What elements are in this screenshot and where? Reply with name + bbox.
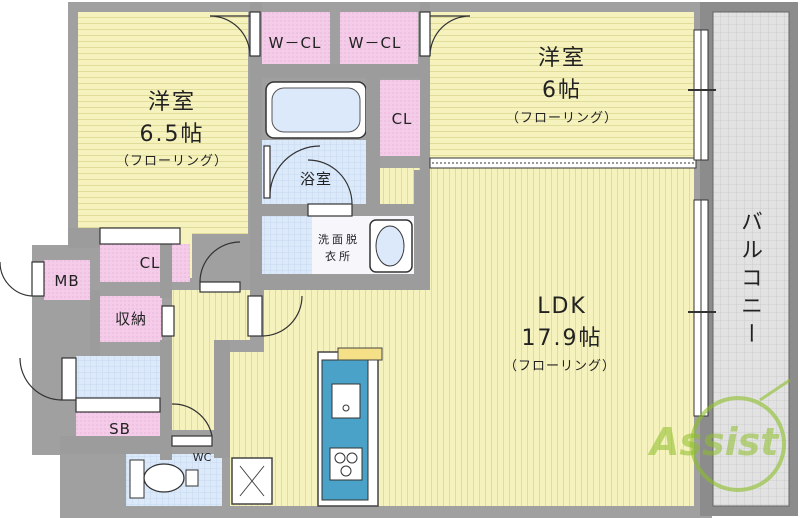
shunou-label: 収納	[114, 310, 147, 328]
wc-label: WC	[192, 451, 212, 464]
western-room-left-floor-label: （フローリング）	[115, 154, 228, 169]
ldk-floor-label: （フローリング）	[503, 359, 616, 374]
mb-area	[44, 260, 90, 300]
cl-right-area	[380, 80, 424, 156]
bath-label: 浴室	[299, 170, 332, 188]
doors	[0, 11, 471, 447]
watermark-logo	[690, 378, 791, 492]
western-room-right-floor-label: （フローリング）	[505, 111, 618, 126]
western-room-left-floor	[78, 12, 248, 234]
sliding-partition	[429, 157, 697, 169]
watermark-text: Assist	[650, 420, 779, 464]
cl-left-area	[100, 244, 190, 282]
ldk-size: 17.9帖	[521, 326, 603, 351]
hallway-floor	[172, 290, 250, 430]
wcl-left-area	[260, 12, 330, 64]
sb-label: SB	[109, 420, 131, 438]
washroom-label: 洗面脱衣所	[318, 233, 360, 263]
ldk-name: LDK	[537, 294, 587, 319]
western-room-right-name: 洋室	[537, 46, 586, 71]
wcl-right-label: W－CL	[348, 34, 402, 52]
western-room-left-name: 洋室	[147, 90, 196, 115]
toilet	[129, 459, 145, 499]
mb-label: MB	[54, 272, 80, 290]
bath-area	[262, 140, 366, 204]
shunou-area	[100, 296, 162, 342]
wcl-right-area	[340, 12, 418, 64]
western-room-left-size: 6.5帖	[139, 122, 205, 147]
western-room-right-size: 6帖	[542, 78, 582, 103]
balcony-label: バルコニー	[737, 210, 762, 350]
western-room-right-floor	[430, 12, 694, 158]
wcl-left-label: W－CL	[268, 34, 322, 52]
cl-left-label: CL	[139, 254, 161, 272]
entrance-tiles	[76, 356, 160, 400]
cl-right-label: CL	[391, 110, 413, 128]
